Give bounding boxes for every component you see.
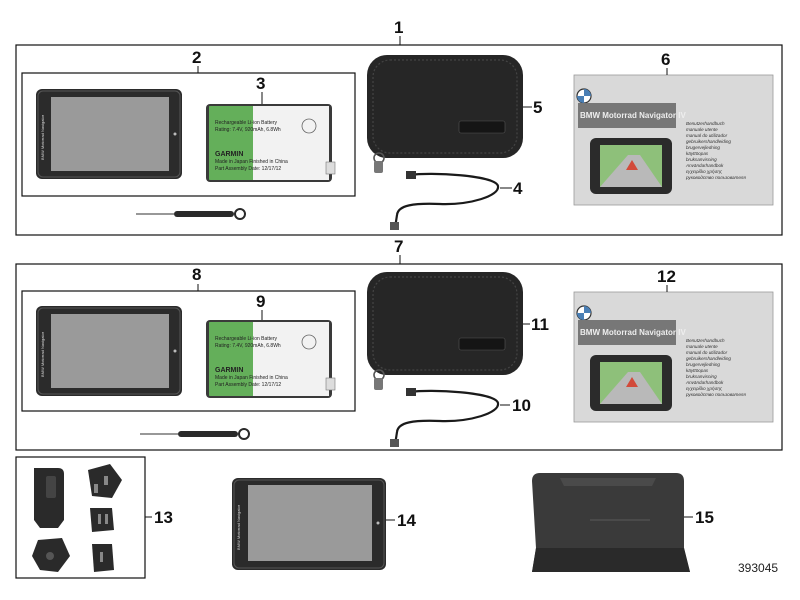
manual-lang: gebruikershandleiding: [686, 356, 731, 361]
manual-lang: εγχειρίδιο χρήσης: [686, 385, 723, 391]
manual-lang: руководство пользователя: [685, 175, 746, 180]
callout-1: 1: [394, 18, 403, 37]
manual-lang: käyttöopas: [686, 368, 709, 373]
battery-line-3: Made in Japan Finished in China: [215, 159, 288, 165]
manual-lang: manual do utilizador: [686, 133, 728, 138]
usb-cable-part-4: [390, 171, 500, 230]
screwdriver-group-7: [140, 428, 250, 440]
carry-case-part-5: [367, 55, 523, 173]
callout-11: 11: [531, 315, 549, 334]
carry-case-part-11: [367, 272, 523, 390]
manual-lang: brugervejledning: [686, 362, 720, 367]
callout-4: 4: [513, 179, 523, 198]
manual-lang: brugervejledning: [686, 145, 720, 150]
battery-line-4: Part Assembly Date: 12/17/12: [215, 382, 281, 388]
callout-15: 15: [695, 508, 714, 527]
battery-line-1: Rechargeable Li-ion Battery: [215, 120, 277, 126]
callout-13: 13: [154, 508, 173, 527]
manual-title: BMW Motorrad Navigator IV: [580, 328, 686, 337]
battery-line-1: Rechargeable Li-ion Battery: [215, 336, 277, 342]
battery-line-2: Rating: 7.4V, 920mAh, 6.8Wh: [215, 127, 281, 133]
manual-lang: bruksanvisning: [686, 374, 717, 379]
manual-lang: Användarhandbok: [685, 163, 724, 168]
manual-lang: руководство пользователя: [685, 392, 746, 397]
navigator-device-part-14: BMW Motorrad Navigator: [232, 478, 386, 570]
group-8-frame: [21, 290, 356, 412]
battery-line-3: Made in Japan Finished in China: [215, 375, 288, 381]
callout-6: 6: [661, 50, 670, 69]
manual-lang: manuale utente: [686, 344, 718, 349]
usb-cable-part-10: [390, 388, 500, 447]
battery-brand: GARMIN: [215, 151, 243, 158]
callout-5: 5: [533, 98, 542, 117]
navigator-device-part-2: BMW Motorrad Navigator: [36, 89, 182, 179]
battery-line-2: Rating: 7.4V, 920mAh, 6.8Wh: [215, 343, 281, 349]
device-label: BMW Motorrad Navigator: [40, 331, 45, 377]
callout-8: 8: [192, 265, 201, 284]
manual-lang: Användarhandbok: [685, 380, 724, 385]
manual-lang: manual do utilizador: [686, 350, 728, 355]
group-1-frame: [15, 44, 783, 236]
manual-lang: manuale utente: [686, 127, 718, 132]
plug-adapters-part-13: [32, 464, 122, 572]
battery-part-3: Rechargeable Li-ion Battery Rating: 7.4V…: [206, 104, 336, 182]
callout-12: 12: [657, 267, 676, 286]
manual-lang: gebruikershandleiding: [686, 139, 731, 144]
callout-14: 14: [397, 511, 416, 530]
manual-lang: käyttöopas: [686, 151, 709, 156]
manual-part-6: BMW Motorrad Navigator IV Benutzerhandbu…: [573, 74, 774, 206]
screwdriver-group-1: [136, 208, 246, 220]
manual-part-12: BMW Motorrad Navigator IV Benutzerhandbu…: [573, 291, 774, 423]
group-7-frame: [15, 263, 783, 451]
device-label: BMW Motorrad Navigator: [40, 114, 45, 160]
manual-lang: Benutzerhandbuch: [686, 338, 725, 343]
cradle-cover-part-15: [532, 473, 690, 572]
callout-9: 9: [256, 292, 265, 311]
callout-7: 7: [394, 237, 403, 256]
callout-2: 2: [192, 48, 201, 67]
manual-title: BMW Motorrad Navigator IV: [580, 111, 686, 120]
callout-10: 10: [512, 396, 531, 415]
battery-part-9: Rechargeable Li-ion Battery Rating: 7.4V…: [206, 320, 336, 398]
battery-brand: GARMIN: [215, 367, 243, 374]
callout-3: 3: [256, 74, 265, 93]
diagram-code: 393045: [738, 561, 778, 575]
battery-line-4: Part Assembly Date: 12/17/12: [215, 166, 281, 172]
manual-lang: εγχειρίδιο χρήσης: [686, 168, 723, 174]
manual-lang: bruksanvisning: [686, 157, 717, 162]
device-label: BMW Motorrad Navigator: [236, 504, 241, 550]
group-2-frame: [21, 72, 356, 197]
manual-lang: Benutzerhandbuch: [686, 121, 725, 126]
navigator-device-part-8: BMW Motorrad Navigator: [36, 306, 182, 396]
